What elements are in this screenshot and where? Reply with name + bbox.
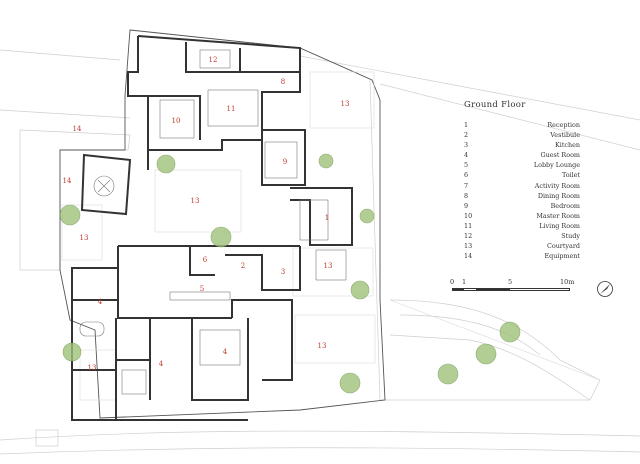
legend-item-label: Guest Room (540, 151, 580, 160)
tree (350, 280, 370, 300)
legend-item: 7 Activity Room (464, 181, 580, 191)
room-label: 5 (200, 285, 204, 293)
legend-item: 6 Toilet (464, 170, 580, 180)
legend-item-number: 1 (464, 121, 469, 129)
interior-lines (79, 49, 347, 395)
scale-bar: 0 1 5 10m (450, 278, 574, 306)
legend-item: 1 Reception (464, 120, 580, 130)
legend-item-number: 12 (464, 232, 473, 241)
room-label: 13 (88, 364, 97, 372)
legend: Ground Floor 1 Reception 2 Vestibule 3 Kitche… (464, 100, 580, 261)
legend-item-label: Courtyard (546, 242, 580, 251)
room-label: 10 (172, 117, 181, 125)
legend-item-label: Toilet (561, 171, 580, 180)
tree (318, 153, 334, 169)
scale-tick-label: 5 (508, 278, 513, 286)
legend-item: 8 Dining Room (464, 191, 580, 201)
site-boundary (59, 29, 386, 419)
legend-item-label: Living Room (539, 221, 580, 230)
site-context-lines (0, 49, 640, 455)
scale-bar-segment (476, 288, 510, 291)
legend-title: Ground Floor (464, 100, 526, 110)
legend-item: 10 Master Room (464, 211, 580, 221)
tree (499, 321, 521, 343)
scale-tick-label: 0 (450, 278, 455, 286)
scale-tick-label: 1 (462, 278, 467, 286)
legend-item: 11 Living Room (464, 221, 580, 231)
legend-item-label: Lobby Lounge (533, 161, 580, 170)
legend-item-label: Study (561, 232, 580, 241)
scale-bar-frame (452, 288, 570, 291)
legend-item-label: Activity Room (534, 181, 580, 190)
legend-item: 2 Vestibule (464, 130, 580, 140)
legend-item-number: 3 (464, 141, 469, 150)
room-label: 6 (203, 256, 208, 264)
legend-item: 3 Kitchen (464, 140, 580, 150)
room-label: 13 (80, 234, 89, 242)
walls (71, 35, 353, 421)
legend-item: 9 Bedroom (464, 201, 580, 211)
legend-item-label: Vestibule (550, 131, 580, 140)
scale-tick-label: 10m (560, 278, 575, 286)
legend-item-label: Equipment (544, 252, 580, 261)
tree (339, 372, 361, 394)
legend-item-label: Kitchen (555, 141, 580, 150)
legend-item-number: 11 (464, 221, 473, 230)
legend-item-number: 2 (464, 131, 469, 140)
legend-item-number: 14 (464, 252, 473, 261)
legend-item-label: Bedroom (550, 201, 580, 210)
room-label: 13 (191, 197, 200, 205)
tree (62, 342, 82, 362)
room-label: 4 (98, 298, 103, 306)
tree (475, 343, 497, 365)
room-label: 2 (241, 262, 245, 270)
room-label: 4 (159, 360, 164, 368)
legend-item: 4 Guest Room (464, 150, 580, 160)
room-label: 14 (63, 177, 72, 185)
tree (359, 208, 375, 224)
room-labels: 1 2 3 4 4 4 5 6 8 9 10 11 12 13 13 13 13… (63, 56, 350, 372)
tree (59, 204, 81, 226)
legend-item-number: 10 (464, 211, 473, 220)
scale-bar-segment (452, 288, 464, 291)
legend-item-number: 5 (464, 161, 469, 170)
room-label: 9 (283, 158, 287, 166)
north-arrow-icon (597, 281, 613, 297)
legend-item: 5 Lobby Lounge (464, 160, 580, 170)
legend-item-label: Dining Room (537, 191, 580, 200)
legend-item-number: 7 (464, 181, 469, 190)
room-label: 13 (324, 262, 333, 270)
legend-item-number: 6 (464, 171, 469, 180)
room-label: 8 (281, 78, 285, 86)
room-label: 11 (227, 105, 236, 113)
legend-item-label: Master Room (536, 211, 580, 220)
legend-item: 13 Courtyard (464, 241, 580, 251)
legend-item-number: 4 (464, 151, 469, 160)
tree (437, 363, 459, 385)
room-label: 13 (318, 342, 327, 350)
room-label: 4 (223, 348, 228, 356)
legend-item-number: 13 (464, 242, 473, 251)
room-label: 1 (325, 214, 329, 222)
legend-item-number: 9 (464, 201, 469, 210)
legend-item-label: Reception (547, 121, 580, 129)
room-label: 14 (73, 125, 82, 133)
trees (59, 153, 521, 394)
tree (210, 226, 232, 248)
legend-item: 12 Study (464, 231, 580, 241)
room-label: 3 (281, 268, 285, 276)
legend-item-number: 8 (464, 191, 469, 200)
tree (156, 154, 176, 174)
room-label: 13 (341, 100, 350, 108)
room-label: 12 (209, 56, 218, 64)
legend-item: 14 Equipment (464, 251, 580, 261)
